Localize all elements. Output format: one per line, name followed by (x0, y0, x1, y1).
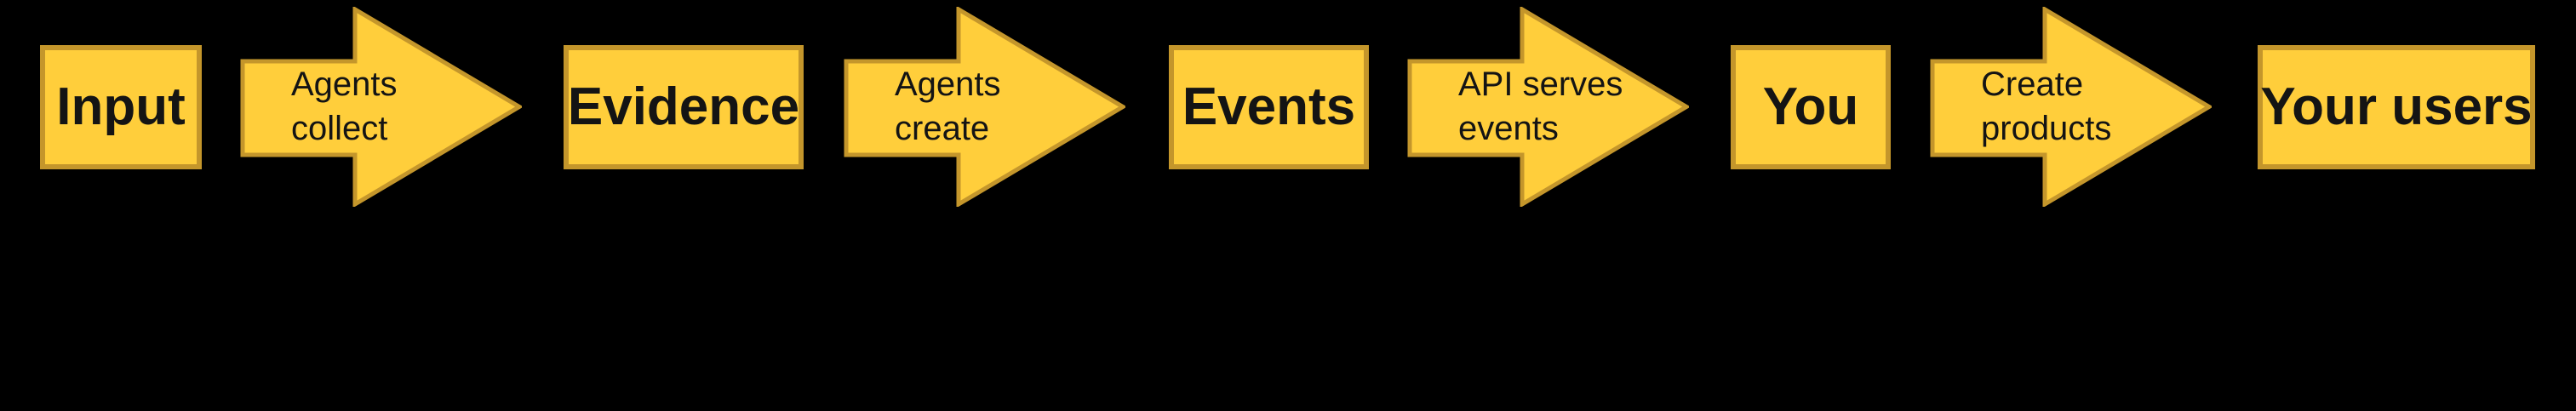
arrow-right-icon (1930, 7, 2212, 207)
flow-arrow-api-serves-events-label: API serves events (1458, 62, 1623, 152)
flow-box-evidence-label: Evidence (567, 77, 800, 136)
arrow-label-line: create (895, 110, 990, 148)
flow-box-you: You (1731, 45, 1891, 169)
flow-arrow-agents-create-label: Agents create (895, 62, 1001, 152)
arrow-right-icon (844, 7, 1125, 207)
flow-arrow-agents-collect-label: Agents collect (291, 62, 398, 152)
arrow-label-line: collect (291, 110, 388, 148)
arrow-label-line: events (1458, 110, 1559, 148)
arrow-right-icon (240, 7, 522, 207)
flow-arrow-agents-collect: Agents collect (240, 7, 522, 207)
flow-box-events: Events (1169, 45, 1369, 169)
flow-box-you-label: You (1762, 77, 1859, 136)
flow-box-events-label: Events (1182, 77, 1356, 136)
arrow-label-line: Agents (895, 65, 1001, 103)
flow-box-your-users: Your users (2258, 45, 2535, 169)
flow-box-input: Input (40, 45, 202, 169)
arrow-right-icon (1407, 7, 1689, 207)
flow-box-your-users-label: Your users (2260, 77, 2533, 136)
flow-arrow-api-serves-events: API serves events (1407, 7, 1689, 207)
arrow-label-line: products (1981, 110, 2112, 148)
flow-box-input-label: Input (56, 77, 186, 136)
arrow-label-line: API serves (1458, 65, 1623, 103)
flow-arrow-create-products: Create products (1930, 7, 2212, 207)
flow-arrow-agents-create: Agents create (844, 7, 1125, 207)
arrow-label-line: Create (1981, 65, 2084, 103)
arrow-label-line: Agents (291, 65, 398, 103)
flow-box-evidence: Evidence (564, 45, 804, 169)
flow-arrow-create-products-label: Create products (1981, 62, 2111, 152)
